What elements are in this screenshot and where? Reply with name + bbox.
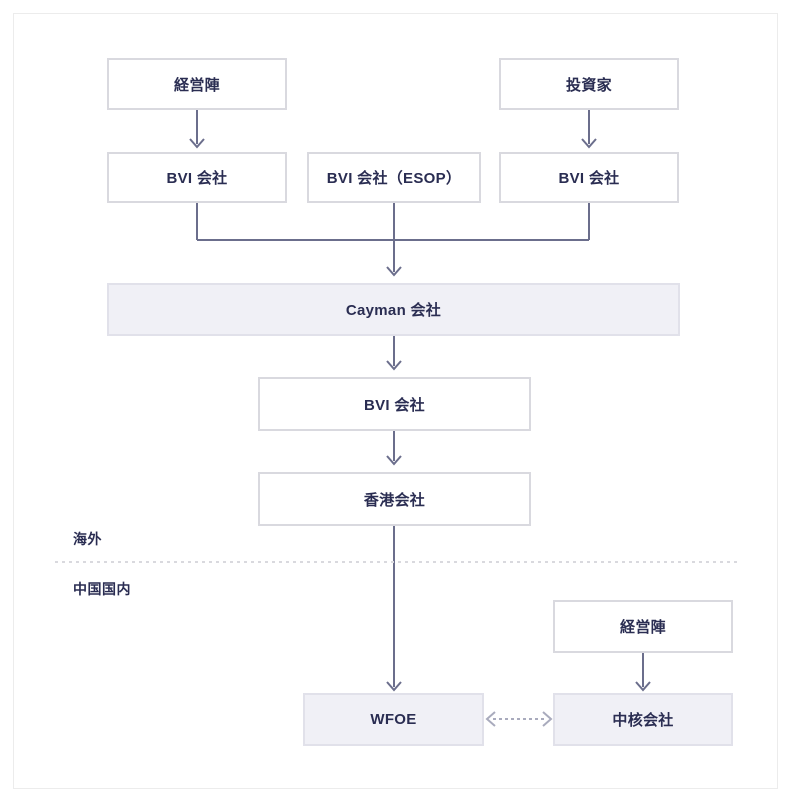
node-management-top: 経営陣: [107, 58, 287, 110]
node-management-top-label: 経営陣: [174, 76, 220, 94]
node-bvi-esop: BVI 会社（ESOP）: [307, 152, 481, 203]
node-bvi-mid-label: BVI 会社: [364, 396, 425, 414]
node-bvi-mid: BVI 会社: [258, 377, 531, 431]
region-label-overseas: 海外: [73, 531, 102, 547]
node-cayman: Cayman 会社: [107, 283, 680, 336]
node-hongkong-label: 香港会社: [363, 491, 426, 509]
node-bvi-left: BVI 会社: [107, 152, 287, 203]
node-management-bottom-label: 経営陣: [620, 619, 666, 636]
node-investors: 投資家: [499, 58, 679, 110]
node-wfoe: WFOE: [303, 693, 484, 746]
node-management-bottom: 経営陣: [553, 600, 733, 653]
node-bvi-left-label: BVI 会社: [166, 170, 228, 187]
node-wfoe-label: WFOE: [370, 711, 417, 728]
node-hongkong: 香港会社: [258, 472, 531, 526]
node-investors-label: 投資家: [566, 76, 612, 94]
node-cayman-label: Cayman 会社: [345, 302, 442, 319]
region-label-china: 中国国内: [73, 581, 131, 597]
node-core-company: 中核会社: [553, 693, 733, 746]
node-core-company-label: 中核会社: [612, 712, 674, 729]
node-bvi-right-label: BVI 会社: [558, 170, 620, 187]
node-bvi-right: BVI 会社: [499, 152, 679, 203]
node-bvi-esop-label: BVI 会社（ESOP）: [326, 170, 462, 187]
